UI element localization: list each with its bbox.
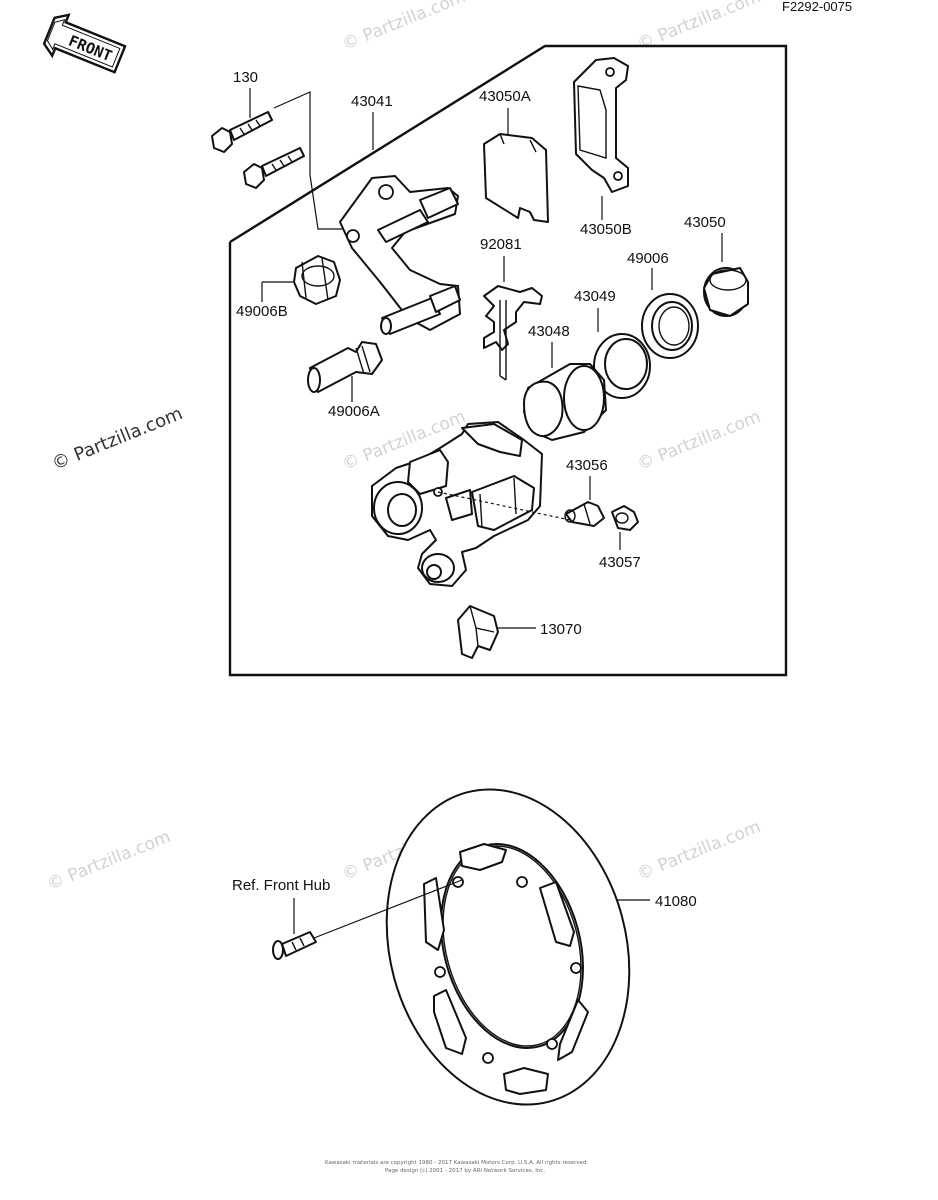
- cap-43050: [703, 267, 749, 317]
- brake-disc-41080: [385, 788, 631, 1106]
- front-arrow: FRONT: [42, 13, 127, 74]
- clip-13070: [457, 605, 499, 659]
- label-43049: 43049: [574, 288, 616, 305]
- label-130: 130: [233, 69, 258, 86]
- footer-copyright: Kawasaki materials are copyright 1980 - …: [325, 1160, 589, 1166]
- caliper-body: [371, 421, 571, 587]
- boot-49006B: [293, 255, 341, 305]
- label-43050: 43050: [684, 214, 726, 231]
- label-43050B: 43050B: [580, 221, 632, 238]
- ref-front-hub-label: Ref. Front Hub: [232, 877, 330, 894]
- label-43057: 43057: [599, 554, 641, 571]
- watermark-dark: © Partzilla.com: [49, 403, 186, 475]
- label-92081: 92081: [480, 236, 522, 253]
- label-43041: 43041: [351, 93, 393, 110]
- bleeder-valve-43056: [564, 501, 605, 527]
- footer-page-design: Page design (c) 2001 - 2017 by ARI Netwo…: [385, 1168, 545, 1174]
- label-41080: 41080: [655, 893, 697, 910]
- bolt-130-lower: [243, 147, 305, 189]
- boot-49006A: [307, 341, 383, 393]
- label-49006B: 49006B: [236, 303, 288, 320]
- watermark: © Partzilla.com: [339, 0, 468, 55]
- label-43056: 43056: [566, 457, 608, 474]
- bolt-130-upper: [211, 111, 273, 153]
- label-49006A: 49006A: [328, 403, 380, 420]
- watermark: © Partzilla.com: [44, 827, 173, 895]
- piston-43048: [523, 363, 607, 441]
- disc-screw: [272, 931, 317, 960]
- watermark: © Partzilla.com: [634, 407, 763, 475]
- brake-pad-43050A: [483, 133, 549, 223]
- label-49006: 49006: [627, 250, 669, 267]
- pad-plate-43050B: [573, 57, 629, 193]
- assembly-frame: [228, 44, 788, 677]
- label-13070: 13070: [540, 621, 582, 638]
- caliper-bracket-43041: [339, 175, 461, 335]
- watermark: © Partzilla.com: [634, 817, 763, 885]
- spring-92081: [483, 285, 543, 381]
- bleeder-cap-43057: [611, 505, 639, 531]
- diagram-code: F2292-0075: [782, 0, 852, 14]
- seal-49006: [641, 293, 699, 359]
- label-43048: 43048: [528, 323, 570, 340]
- seal-43049: [593, 333, 651, 399]
- label-43050A: 43050A: [479, 88, 531, 105]
